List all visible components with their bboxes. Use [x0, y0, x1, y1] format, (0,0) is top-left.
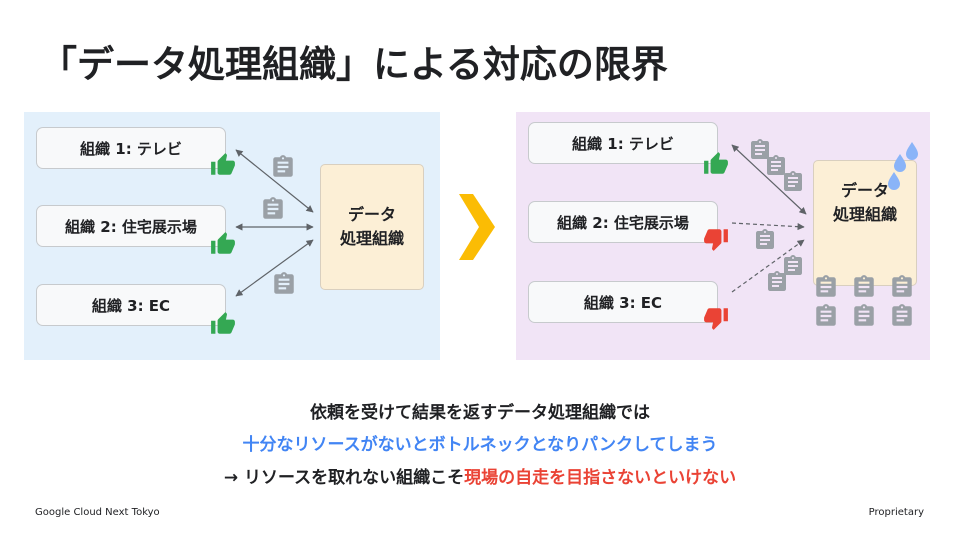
clipboard-icon [813, 303, 839, 329]
clipboard-icon [260, 196, 286, 222]
org-box-2-left: 組織 2: 住宅展示場 [36, 205, 226, 247]
clipboard-icon [765, 270, 789, 294]
connector-org2-right [731, 222, 805, 231]
connector-org1-right [731, 144, 807, 215]
data-team-box-left: データ 処理組織 [320, 164, 424, 290]
slide-title: 「データ処理組織」による対応の限界 [40, 43, 668, 86]
connector-org3-right [731, 239, 805, 293]
data-team-line2: 処理組織 [339, 229, 404, 248]
data-team-line1: データ [840, 181, 889, 200]
footer-event-name: Google Cloud Next Tokyo [35, 507, 160, 518]
data-team-line2: 処理組織 [832, 205, 897, 224]
thumb-up-icon [210, 152, 236, 178]
clipboard-icon [889, 274, 915, 300]
message-line-3-prefix: → リソースを取れない組織こそ [223, 468, 465, 488]
connector-org1-left [235, 149, 314, 213]
org-label: 組織 1: テレビ [80, 139, 182, 158]
thumb-up-icon [210, 311, 236, 337]
org-label: 組織 1: テレビ [572, 134, 674, 153]
clipboard-icon [781, 170, 805, 194]
clipboard-icon [851, 303, 877, 329]
org-box-3-left: 組織 3: EC [36, 284, 226, 326]
thumb-up-icon [703, 151, 729, 177]
clipboard-icon [889, 303, 915, 329]
org-box-2-right: 組織 2: 住宅展示場 [528, 201, 718, 243]
org-label: 組織 3: EC [91, 296, 171, 315]
thumb-up-icon [210, 231, 236, 257]
org-label: 組織 2: 住宅展示場 [65, 217, 197, 236]
clipboard-icon [753, 228, 777, 252]
water-drops-icon [888, 142, 918, 190]
footer-proprietary: Proprietary [868, 507, 924, 518]
thumb-down-icon [703, 305, 729, 331]
right-arrow-icon [459, 194, 495, 260]
connector-org3-left [235, 239, 314, 297]
message-line-2: 十分なリソースがないとボトルネックとなりパンクしてしまう [242, 435, 718, 455]
message-line-3-highlight: 現場の自走を目指さないといけない [464, 468, 737, 488]
message-line-3: → リソースを取れない組織こそ現場の自走を目指さないといけない [0, 463, 960, 488]
org-label: 組織 3: EC [583, 293, 663, 312]
clipboard-icon [851, 274, 877, 300]
data-team-box-right: データ 処理組織 [813, 160, 917, 286]
data-team-line1: データ [347, 205, 396, 224]
org-box-1-right: 組織 1: テレビ [528, 122, 718, 164]
clipboard-icon [271, 271, 297, 297]
clipboard-icon [270, 154, 296, 180]
thumb-down-icon [703, 226, 729, 252]
org-label: 組織 2: 住宅展示場 [557, 213, 689, 232]
org-box-1-left: 組織 1: テレビ [36, 127, 226, 169]
clipboard-icon [813, 274, 839, 300]
message-line-1: 依頼を受けて結果を返すデータ処理組織では [310, 403, 650, 423]
org-box-3-right: 組織 3: EC [528, 281, 718, 323]
